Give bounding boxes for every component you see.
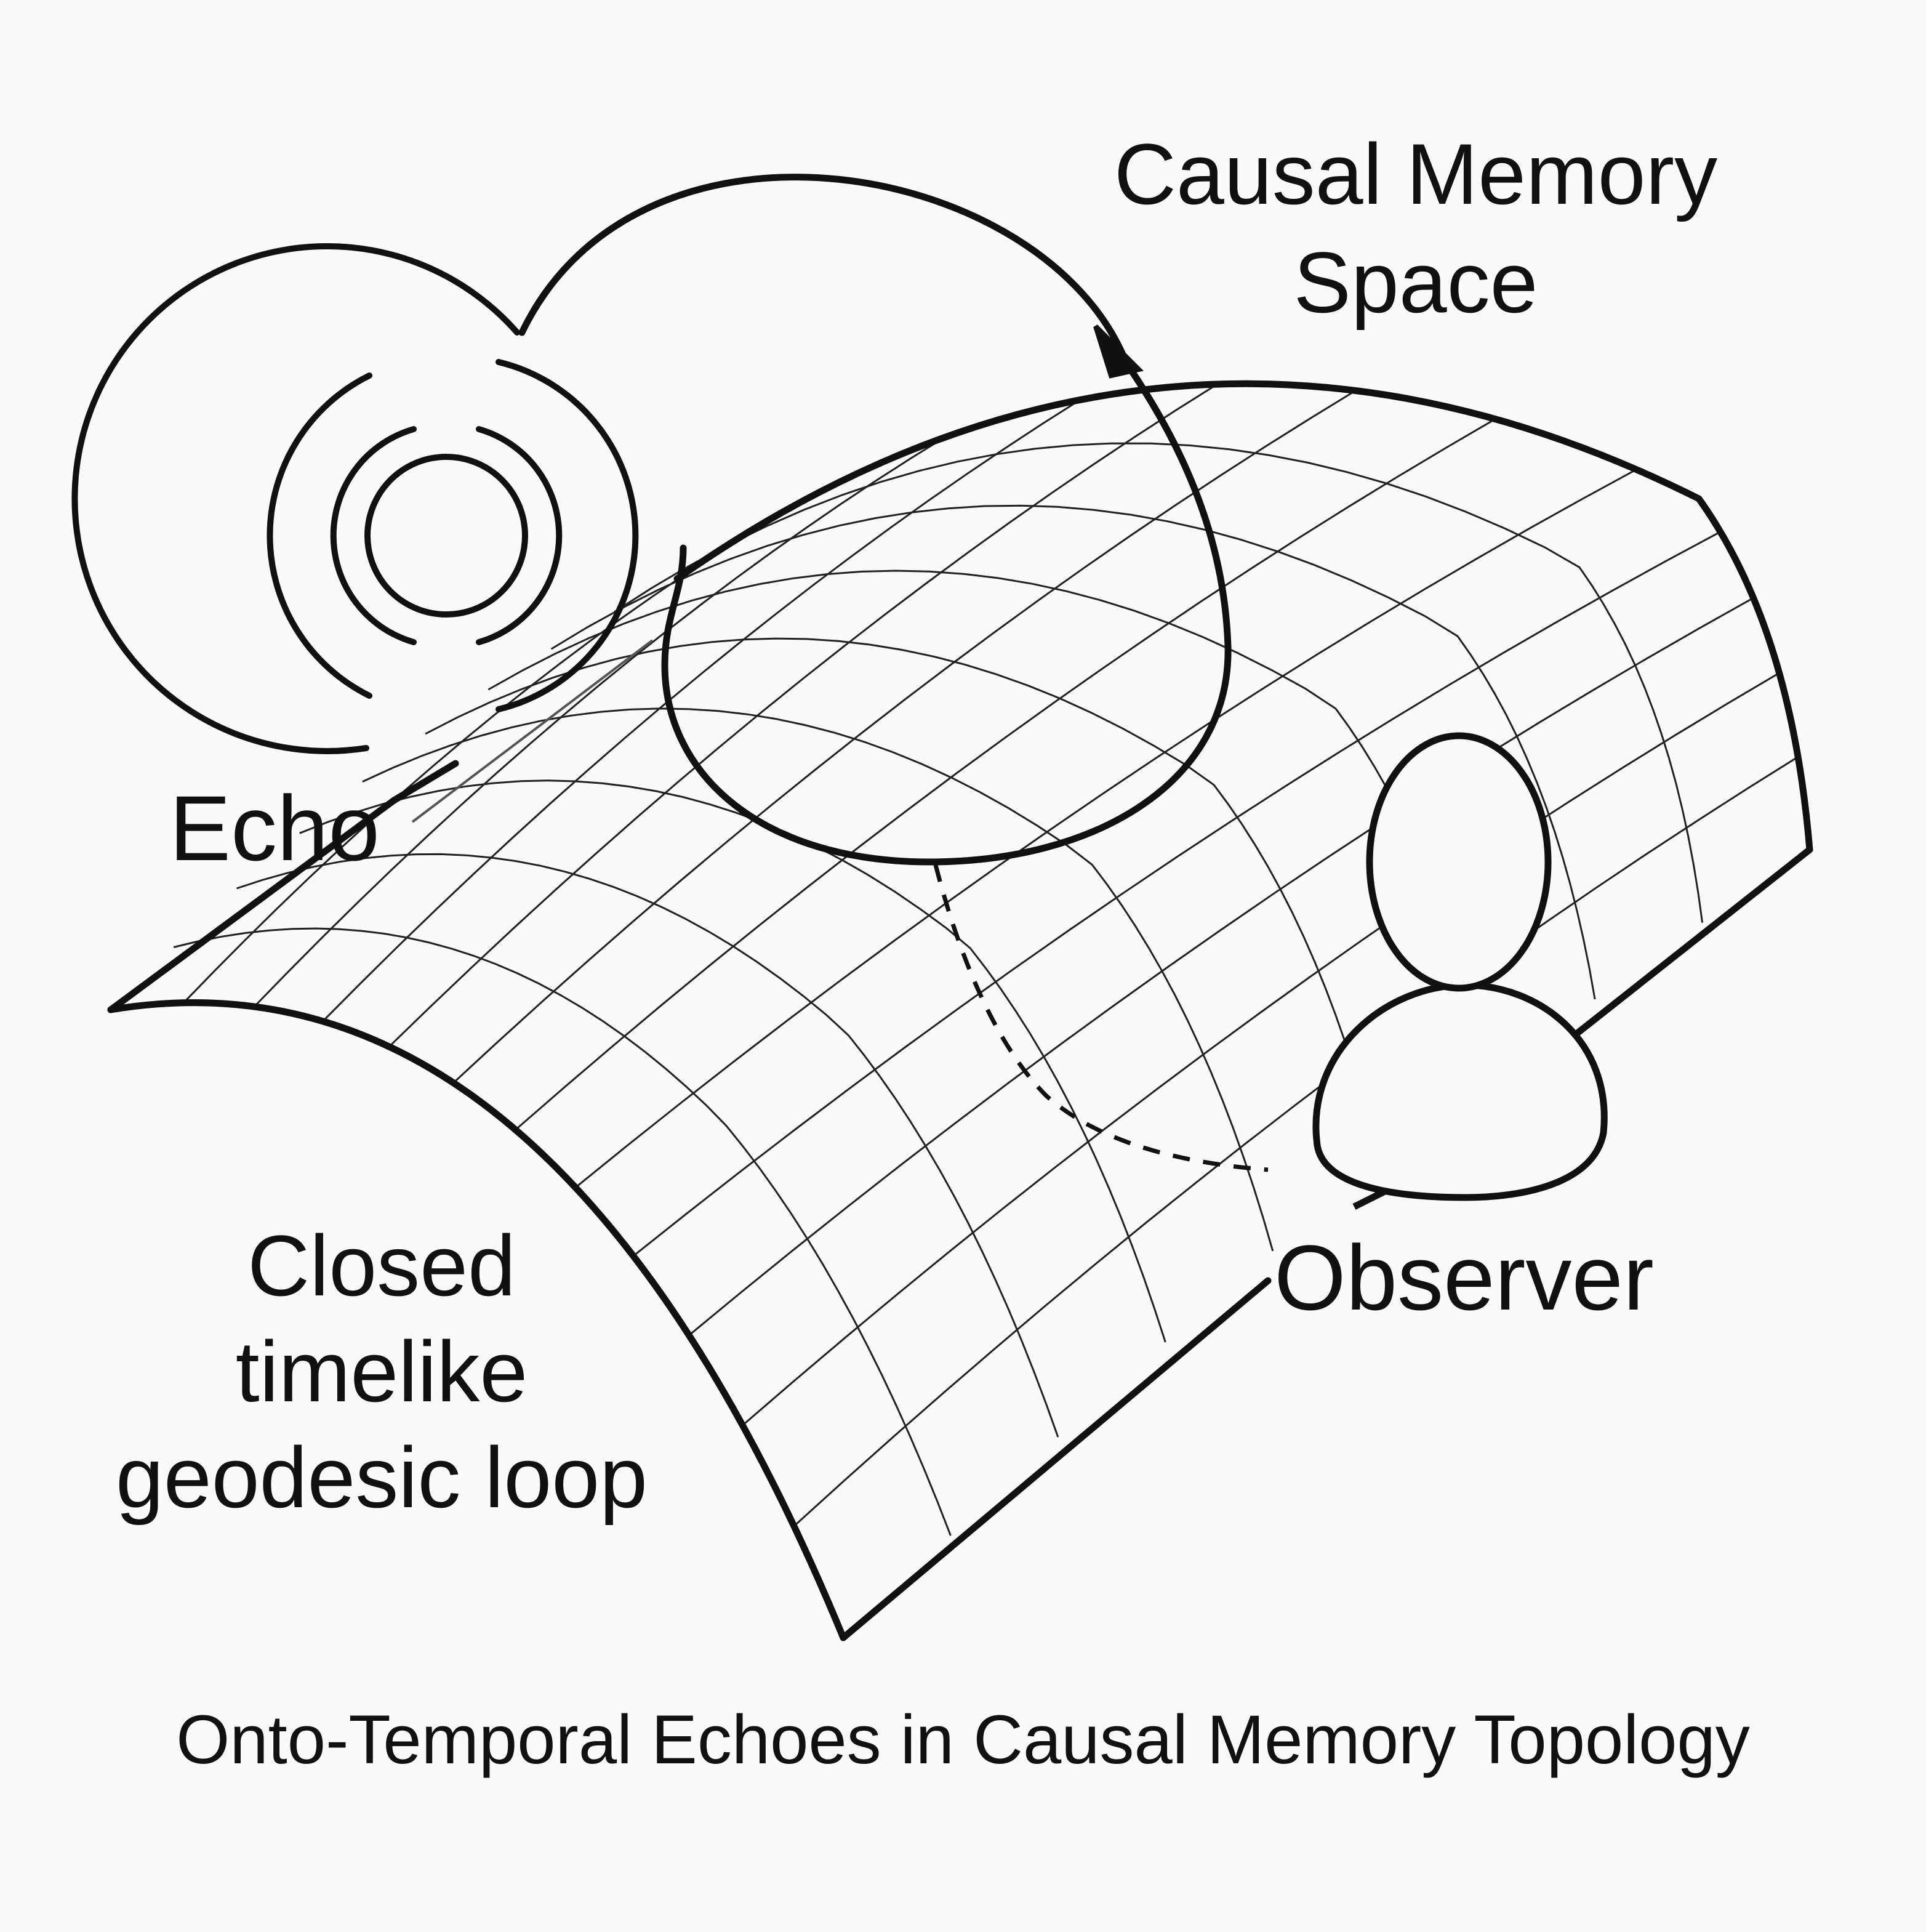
grid-line-longitudinal [362,707,1274,1252]
grid-line-transverse [632,531,1721,1257]
loop-label-line3: geodesic loop [116,1429,648,1526]
observer-dashed-path [933,864,1269,1172]
loop-arrowhead [1093,324,1144,379]
echo-connector [411,639,654,823]
memory-space-label: Causal Memory Space [985,120,1847,337]
memory-space-label-line1: Causal Memory [1113,126,1718,222]
loop-label-line1: Closed [247,1217,516,1314]
observer-label: Observer [1274,1226,1654,1329]
observer-stand [1352,1188,1387,1210]
grid-line-transverse [742,672,1780,1427]
grid-line-longitudinal [613,442,1704,923]
surface-far-edge [673,380,1813,853]
echo-ring-3-left [267,372,372,699]
grid-line-transverse [515,418,1496,1131]
spacetime-grid [173,383,1799,1536]
echo-ring-2-right [476,426,563,645]
spacetime-surface [107,380,1813,1641]
grid-line-longitudinal [173,927,952,1536]
causal-loop-arrow [518,174,1232,866]
loop-label-line2: timelike [235,1323,528,1420]
grid-line-transverse [574,469,1637,1188]
grid-line-transverse [688,597,1754,1336]
loop-label: Closed timelike geodesic loop [74,1213,689,1531]
diagram-caption: Onto-Temporal Echoes in Causal Memory To… [176,1701,1750,1778]
surface-right-edge [840,1277,1272,1641]
echo-ring-4-left [71,243,520,754]
person-icon [1312,732,1608,1210]
echo-ring-3-right [496,359,639,712]
observer-body [1312,981,1608,1201]
grid-line-transverse [254,437,945,1008]
surface-left-edge-upper [390,760,459,804]
grid-line-longitudinal [488,570,1489,1080]
grid-line-transverse [388,383,1218,1048]
grid-line-longitudinal [550,504,1596,1000]
surface-left-edge [107,797,398,1013]
echo-label: Echo [169,776,380,880]
grid-line-transverse [452,390,1357,1084]
echo-ring-2-left [330,426,417,645]
observer-head [1366,732,1552,992]
grid-line-longitudinal [425,637,1381,1164]
surface-near-edge [107,999,847,1641]
grid-line-transverse [793,756,1799,1527]
surface-right-end [1572,846,1813,1038]
concentric-rings-icon [71,243,639,754]
memory-space-label-line2: Space [1293,234,1538,331]
echo-ring-inner [364,454,528,618]
grid-line-transverse [322,399,1081,1022]
grid-line-longitudinal [236,853,1059,1438]
grid-line-longitudinal [299,779,1166,1343]
